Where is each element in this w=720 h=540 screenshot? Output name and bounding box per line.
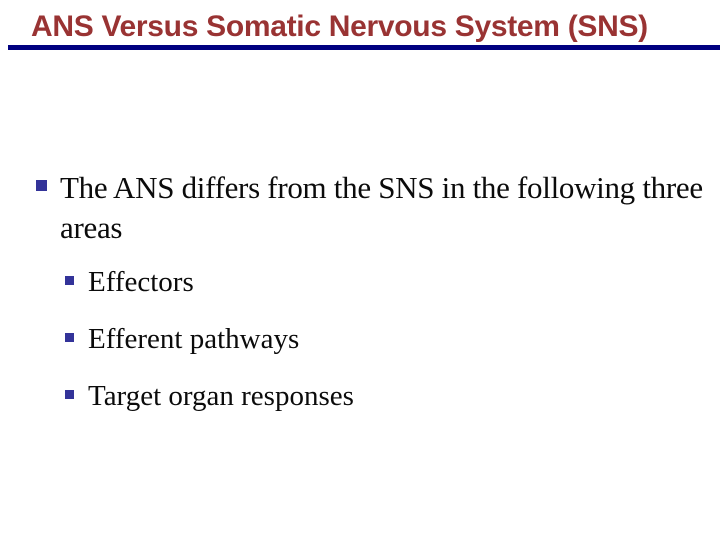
- bullet-level2-text: Target organ responses: [88, 380, 354, 412]
- bullet-level2-text: Effectors: [88, 266, 194, 298]
- bullet-level1-text: The ANS differs from the SNS in the foll…: [60, 170, 703, 245]
- bullet-square-icon: [65, 333, 74, 342]
- slide-title: ANS Versus Somatic Nervous System (SNS): [31, 10, 648, 43]
- bullet-square-icon: [36, 180, 47, 191]
- bullet-level2-text: Efferent pathways: [88, 323, 300, 355]
- bullet-square-icon: [65, 390, 74, 399]
- bullet-square-icon: [65, 276, 74, 285]
- title-underline-rule: [8, 45, 720, 50]
